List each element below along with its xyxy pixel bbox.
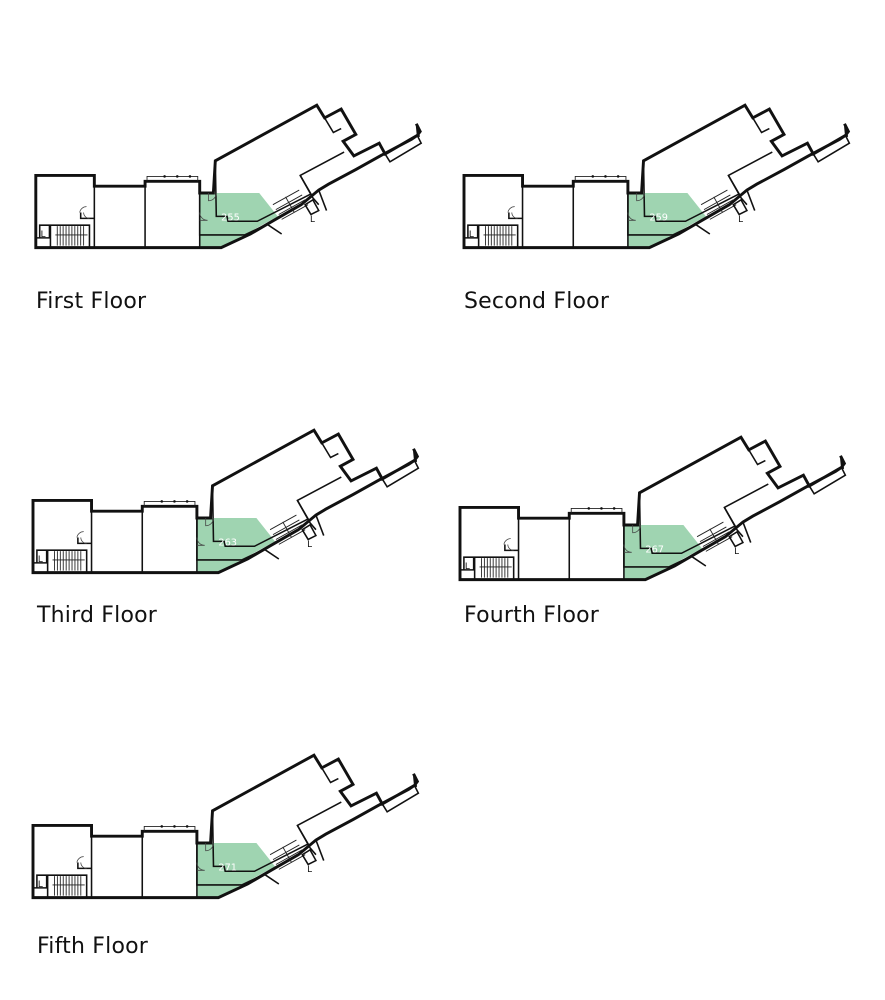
floor-caption: First Floor: [36, 289, 147, 314]
floor-plan-panel-first: 255 L L First Floor: [28, 60, 438, 325]
lift-label-east: L: [307, 865, 312, 875]
floor-plan-panel-fourth: 267 L L Fourth Floor: [458, 392, 870, 657]
lift-label-east: L: [310, 215, 315, 225]
lift-label-west: L: [38, 880, 43, 890]
highlighted-room[interactable]: [196, 842, 275, 898]
floor-plan-first: 255 L L: [34, 103, 423, 250]
floor-plan-panel-second: 259 L L Second Floor: [462, 60, 874, 325]
lift-label-west: L: [465, 562, 470, 572]
lift-label-west: L: [469, 230, 474, 240]
floor-plan-fifth: 271 L L: [31, 753, 420, 900]
floor-plan-fourth: 267 L L: [458, 435, 847, 582]
room-number: 259: [649, 212, 668, 223]
highlighted-room[interactable]: [623, 524, 702, 580]
floor-caption: Fourth Floor: [464, 603, 600, 628]
room-number: 267: [645, 544, 664, 555]
lift-label-east: L: [738, 215, 743, 225]
room-number: 263: [218, 537, 237, 548]
floor-plan-second: 259 L L: [462, 103, 851, 250]
highlighted-room[interactable]: [627, 192, 706, 248]
lift-label-east: L: [307, 540, 312, 550]
floor-plan-panel-fifth: 271 L L Fifth Floor: [31, 710, 443, 975]
floor-plan-third: 263 L L: [31, 428, 420, 575]
room-number: 255: [221, 212, 240, 223]
floor-caption: Second Floor: [464, 289, 610, 314]
room-number: 271: [218, 862, 237, 873]
floor-caption: Fifth Floor: [37, 934, 149, 959]
lift-label-west: L: [41, 230, 46, 240]
highlighted-room[interactable]: [196, 517, 275, 573]
highlighted-room[interactable]: [199, 192, 278, 248]
lift-label-west: L: [38, 555, 43, 565]
floor-plan-panel-third: 263 L L Third Floor: [31, 385, 443, 650]
floor-caption: Third Floor: [37, 603, 158, 628]
lift-label-east: L: [734, 547, 739, 557]
